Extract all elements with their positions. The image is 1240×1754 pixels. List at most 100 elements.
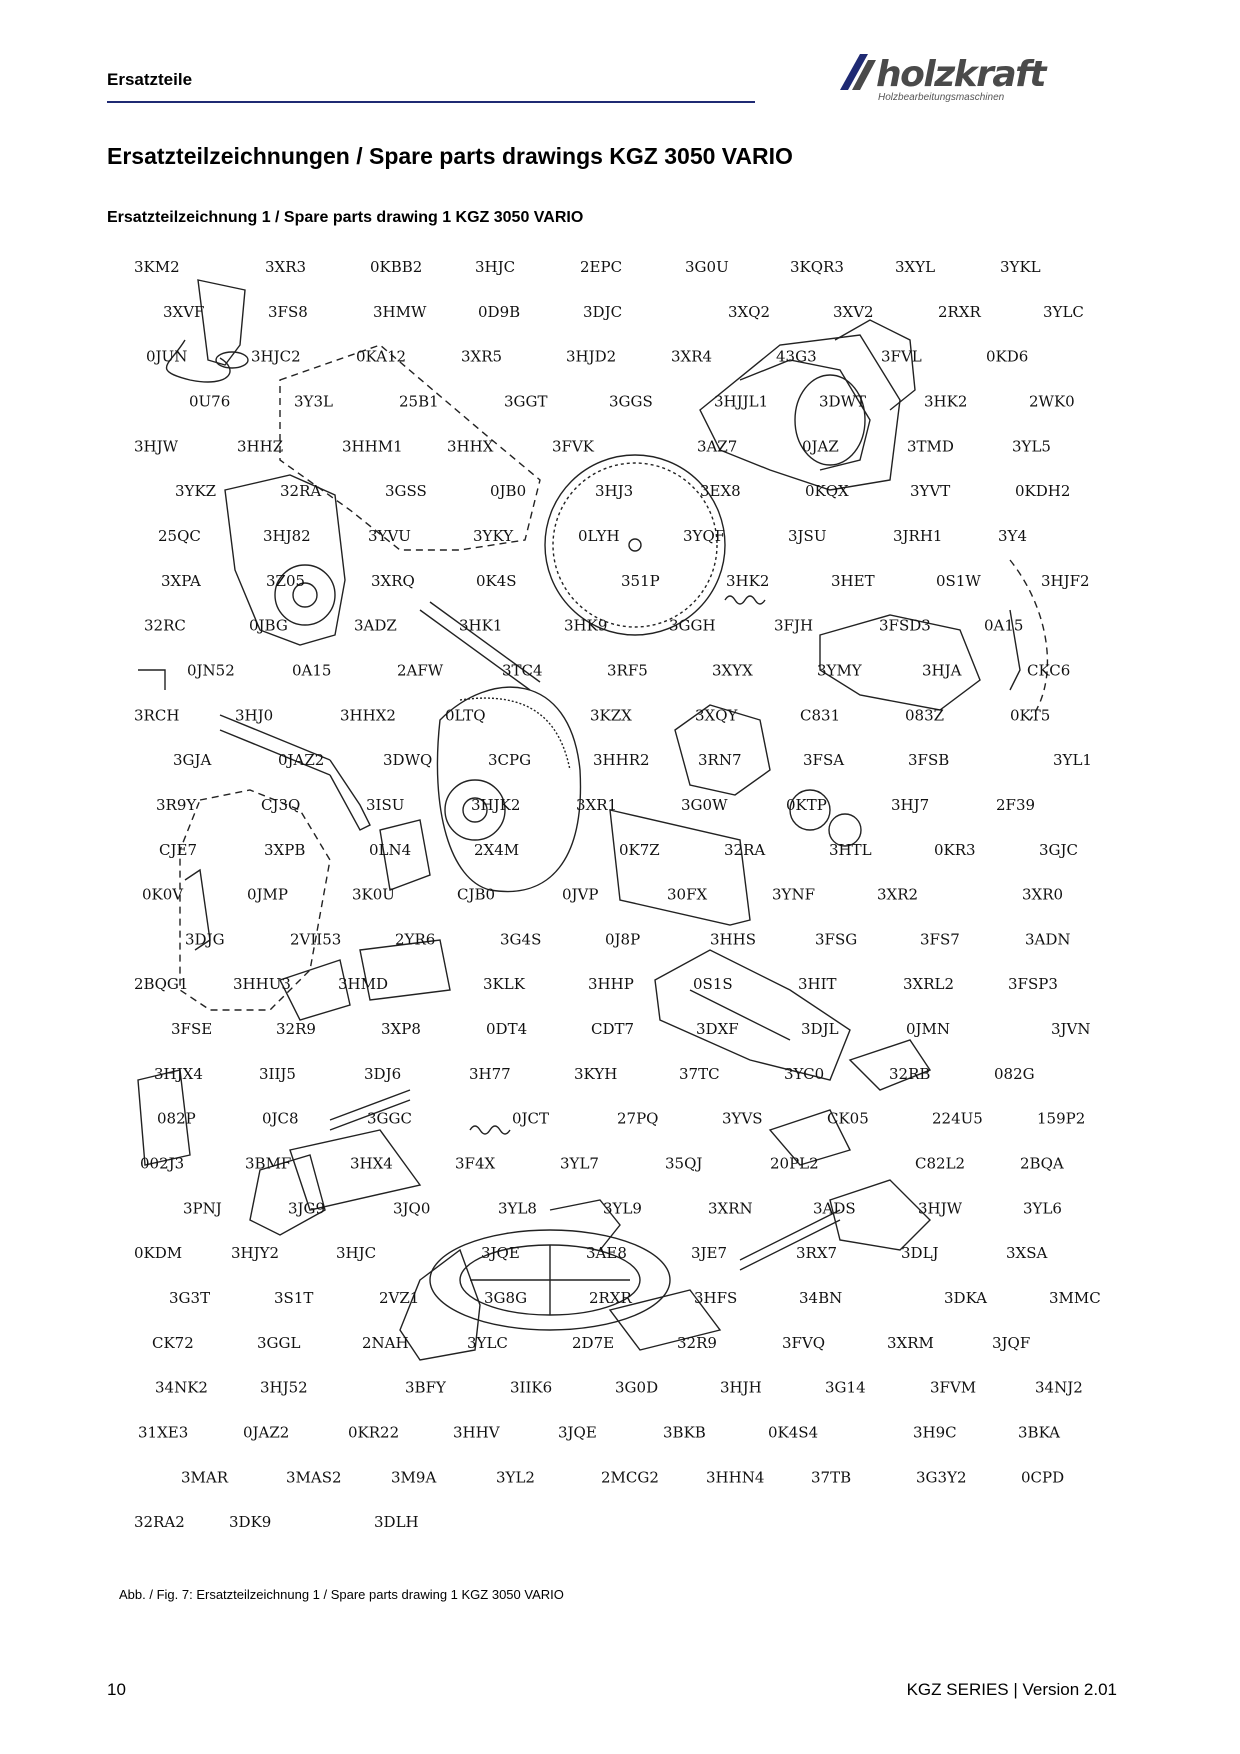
- part-label: 3YLC: [467, 1334, 508, 1352]
- footer-version: KGZ SERIES | Version 2.01: [906, 1680, 1117, 1699]
- part-label: 3HK1: [459, 617, 502, 635]
- part-label: 3GGH: [669, 617, 716, 635]
- part-label: 3ADN: [1025, 930, 1071, 948]
- part-label: 3MAS2: [286, 1468, 342, 1486]
- part-label: 3HHX2: [340, 706, 396, 724]
- part-label: 0JC8: [262, 1110, 299, 1128]
- part-label: 3YQF: [683, 527, 725, 545]
- part-label: 3XRM: [887, 1334, 934, 1352]
- part-label: 3HJX4: [154, 1065, 203, 1083]
- part-label: 3PNJ: [183, 1199, 222, 1217]
- page-title: Ersatzteilzeichnungen / Spare parts draw…: [107, 143, 793, 169]
- part-label: 30FX: [667, 886, 707, 904]
- part-label: 3XR0: [1022, 886, 1063, 904]
- part-label: 3GJC: [1039, 841, 1078, 859]
- part-label: 0KD6: [986, 348, 1028, 366]
- part-label: CJB0: [457, 886, 495, 904]
- part-label: 3HJF2: [1041, 572, 1090, 590]
- part-label: 0LYH: [578, 527, 620, 545]
- part-label: 3DKA: [944, 1289, 987, 1307]
- part-label: 3G0U: [685, 258, 729, 276]
- part-label: 3HJA: [922, 661, 962, 679]
- part-label: 3XV2: [833, 303, 874, 321]
- part-label: 3YL8: [498, 1199, 537, 1217]
- part-label: 3FVK: [552, 437, 595, 455]
- part-label: 3YNF: [772, 886, 815, 904]
- header-divider: [107, 101, 755, 103]
- drawing-subtitle: Ersatzteilzeichnung 1 / Spare parts draw…: [107, 209, 584, 226]
- part-label: 3M9A: [391, 1468, 436, 1486]
- part-label: 3HK2: [726, 572, 769, 590]
- part-label: 0A15: [292, 661, 331, 679]
- part-label: 2X4M: [474, 841, 519, 859]
- part-label: 3XYL: [895, 258, 935, 276]
- part-label: 3HMD: [338, 975, 388, 993]
- part-label: 3JVN: [1051, 1020, 1091, 1038]
- part-label: 3KM2: [134, 258, 180, 276]
- part-label: 3Z05: [266, 572, 305, 590]
- part-label: 2AFW: [397, 661, 444, 679]
- part-label: 2NAH: [362, 1334, 409, 1352]
- part-label: 3FS7: [920, 930, 960, 948]
- part-label: 32RA: [724, 841, 765, 859]
- part-label: 3G3Y2: [916, 1468, 967, 1486]
- part-label: 0JVP: [562, 886, 598, 904]
- logo-wordmark: holzkraft: [876, 54, 1047, 95]
- part-label: 3HK9: [564, 617, 607, 635]
- part-label: 25QC: [158, 527, 201, 545]
- part-label: 3XR4: [671, 348, 712, 366]
- part-label: 0J8P: [605, 930, 640, 948]
- part-label: 2YR6: [395, 930, 435, 948]
- part-label: 43G3: [776, 348, 817, 366]
- part-label: 3HJW: [918, 1199, 963, 1217]
- part-label: 3FVL: [881, 348, 922, 366]
- part-label: 3XR1: [576, 796, 617, 814]
- part-label: 3YL5: [1012, 437, 1051, 455]
- part-label: 3HHU3: [233, 975, 291, 993]
- part-label: 3HJK2: [471, 796, 520, 814]
- part-label: 3YVU: [368, 527, 411, 545]
- part-label: 32RA2: [134, 1513, 185, 1531]
- part-label: 0KR22: [348, 1424, 399, 1442]
- part-label: 3BMF: [245, 1155, 291, 1173]
- part-label: 3BFY: [405, 1379, 447, 1397]
- part-label: 082G: [994, 1065, 1035, 1083]
- part-label: 3CPG: [488, 751, 531, 769]
- part-label: 3DWT: [819, 392, 866, 410]
- part-label: 34BN: [799, 1289, 842, 1307]
- part-label: 25B1: [399, 392, 439, 410]
- part-label: 0JUN: [146, 348, 187, 366]
- part-label: 3FVQ: [782, 1334, 825, 1352]
- part-label: 3DJ6: [364, 1065, 401, 1083]
- part-label: 3XQY: [695, 706, 739, 724]
- part-label: 082P: [157, 1110, 196, 1128]
- part-label: 32R9: [276, 1020, 316, 1038]
- part-label: 0S1S: [693, 975, 733, 993]
- part-label: 0KBB2: [370, 258, 422, 276]
- part-label: 3DJC: [583, 303, 622, 321]
- part-label: 3FSB: [908, 751, 949, 769]
- part-label: 3XRL2: [903, 975, 954, 993]
- part-label: 3DJG: [185, 930, 225, 948]
- part-label: 0JCT: [512, 1110, 549, 1128]
- part-label: 3YL7: [560, 1155, 599, 1173]
- part-label: 0LTQ: [445, 706, 486, 724]
- part-label: 3XR2: [877, 886, 918, 904]
- part-label: 0U76: [189, 392, 230, 410]
- logo-mark-icon: [840, 54, 876, 90]
- part-label: 3HJ3: [595, 482, 633, 500]
- part-label: 20PL2: [770, 1155, 819, 1173]
- part-label: 3HJC: [475, 258, 515, 276]
- part-label: 0K0V: [142, 886, 184, 904]
- part-label: 27PQ: [617, 1110, 658, 1128]
- part-label: 3EX8: [700, 482, 741, 500]
- part-label: CDT7: [591, 1020, 634, 1038]
- part-label: 3XRQ: [371, 572, 415, 590]
- part-label: 3JRH1: [893, 527, 942, 545]
- part-label: 3JE7: [691, 1244, 727, 1262]
- part-label: 3YVT: [910, 482, 950, 500]
- part-label: 083Z: [905, 706, 944, 724]
- part-label: 3MMC: [1049, 1289, 1101, 1307]
- part-label: 3IIJ5: [259, 1065, 296, 1083]
- part-label: 3F4X: [455, 1155, 495, 1173]
